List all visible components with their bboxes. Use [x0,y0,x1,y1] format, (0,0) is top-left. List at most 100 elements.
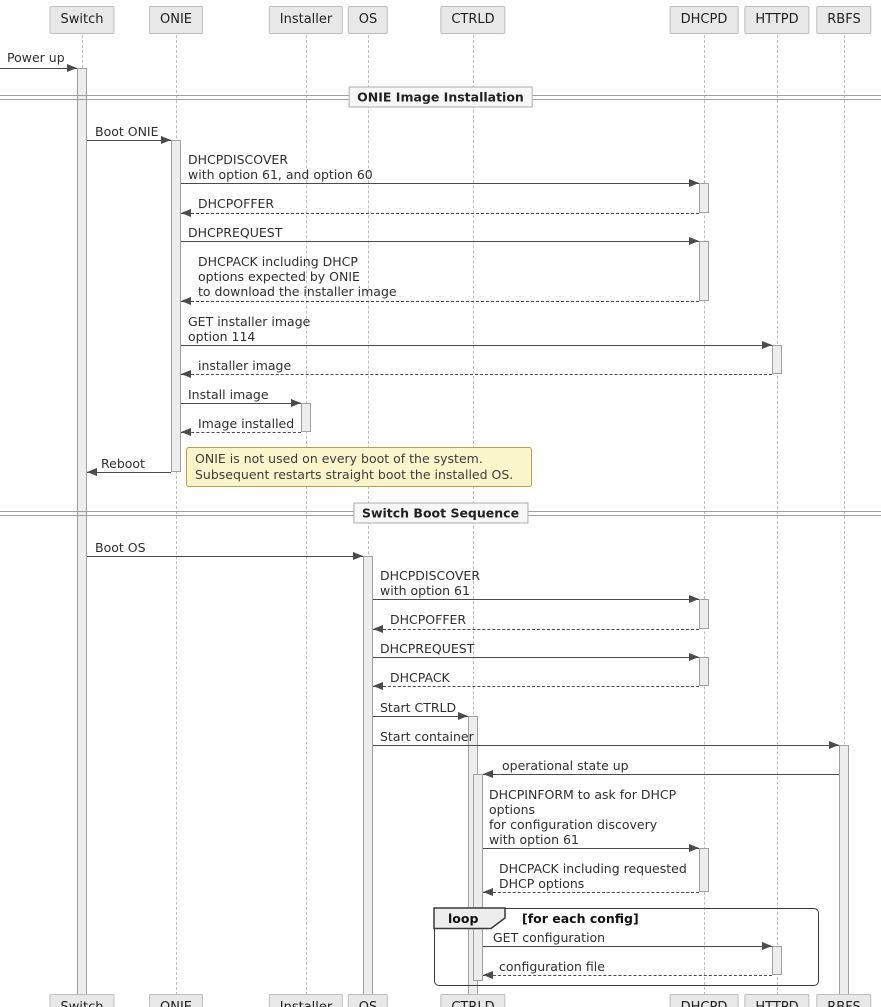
message-reboot-label: Reboot [101,456,145,471]
message-install-image-arrow [181,399,301,407]
message-image-installed-arrow [181,428,301,436]
message-config-file-arrow [483,971,772,979]
message-dhcpack-ctrld-arrow [483,888,699,896]
message-get-config-label: GET configuration [493,930,606,945]
arrowhead-icon [87,468,97,476]
divider-onie-image-installation: ONIE Image Installation [348,86,533,108]
participant-httpd: HTTPD [744,6,810,34]
participant-installer: Installer [268,6,344,34]
participant-switch-bottom: Switch [49,994,115,1007]
message-installer-image-arrow [181,370,772,378]
participant-ctrld-bottom: CTRLD [440,994,506,1007]
participant-dhcpd: DHCPD [669,6,739,34]
message-dhcpack-onie-label: DHCPACK including DHCP options expected … [198,254,397,299]
message-op-state-up-label: operational state up [502,758,629,773]
activation-dhcpd-5 [699,848,709,892]
arrowhead-icon [458,712,468,720]
message-dhcpoffer-os-arrow [373,625,699,633]
message-boot-onie-label: Boot ONIE [95,124,159,139]
message-dhcpack-os-label: DHCPACK [390,670,450,685]
arrowhead-icon [181,297,191,305]
message-dhcprequest-onie-arrow [181,237,699,245]
arrowhead-icon [67,64,77,72]
message-start-container-arrow [373,741,839,749]
activation-dhcpd-4 [699,657,709,686]
message-start-ctrld-label: Start CTRLD [380,700,457,715]
divider-switch-boot-sequence: Switch Boot Sequence [352,502,529,524]
arrowhead-icon [483,888,493,896]
message-dhcpdiscover-onie-label: DHCPDISCOVER with option 61, and option … [188,152,373,182]
message-installer-image-label: installer image [198,358,292,373]
participant-rbfs: RBFS [816,6,872,34]
arrowhead-icon [181,209,191,217]
arrowhead-icon [762,341,772,349]
arrowhead-icon [762,942,772,950]
message-op-state-up-arrow [483,770,839,778]
message-reboot-arrow [87,468,171,476]
message-dhcpinform-label: DHCPINFORM to ask for DHCP options for c… [489,787,677,847]
arrowhead-icon [689,844,699,852]
message-dhcpoffer-os-label: DHCPOFFER [390,612,467,627]
arrowhead-icon [291,399,301,407]
message-dhcprequest-os-arrow [373,653,699,661]
message-boot-onie-arrow [87,136,171,144]
activation-switch [77,68,87,995]
activation-ctrld-nested [473,774,483,981]
loop-header-shape [433,907,507,930]
message-dhcprequest-os-label: DHCPREQUEST [380,641,475,656]
arrowhead-icon [829,741,839,749]
participant-os: OS [347,6,389,34]
activation-rbfs [839,745,849,995]
note-onie-boot: ONIE is not used on every boot of the sy… [186,447,532,487]
participant-rbfs-bottom: RBFS [816,994,872,1007]
participant-onie-bottom: ONIE [148,994,204,1007]
arrowhead-icon [353,552,363,560]
loop-keyword: loop [448,911,479,926]
message-dhcpoffer-onie-arrow [181,209,699,217]
activation-dhcpd-3 [699,599,709,629]
message-dhcprequest-onie-label: DHCPREQUEST [188,225,283,240]
activation-onie [171,140,181,472]
message-config-file-label: configuration file [499,959,605,974]
message-boot-os-label: Boot OS [95,540,146,555]
message-start-container-label: Start container [380,729,474,744]
arrowhead-icon [689,179,699,187]
message-dhcpack-os-arrow [373,682,699,690]
message-get-installer-arrow [181,341,772,349]
message-power-up-label: Power up [7,50,65,65]
message-install-image-label: Install image [188,387,269,402]
message-get-installer-label: GET installer image option 114 [188,314,311,344]
participant-dhcpd-bottom: DHCPD [669,994,739,1007]
activation-installer [301,403,311,432]
participant-ctrld: CTRLD [440,6,506,34]
message-dhcpdiscover-os-label: DHCPDISCOVER with option 61 [380,568,481,598]
message-get-config-arrow [483,942,772,950]
activation-dhcpd-1 [699,183,709,213]
participant-installer-bottom: Installer [268,994,344,1007]
message-dhcpoffer-onie-label: DHCPOFFER [198,196,275,211]
arrowhead-icon [689,237,699,245]
message-image-installed-label: Image installed [198,416,295,431]
arrowhead-icon [689,653,699,661]
participant-os-bottom: OS [347,994,389,1007]
message-dhcpdiscover-os-arrow [373,595,699,603]
arrowhead-icon [373,682,383,690]
arrowhead-icon [181,370,191,378]
message-boot-os-arrow [87,552,363,560]
participant-onie: ONIE [148,6,204,34]
message-dhcpinform-arrow [483,844,699,852]
activation-dhcpd-2 [699,241,709,301]
arrowhead-icon [483,770,493,778]
message-dhcpack-ctrld-label: DHCPACK including requested DHCP options [499,861,687,891]
participant-switch: Switch [49,6,115,34]
arrowhead-icon [483,971,493,979]
loop-guard: [for each config] [522,911,639,926]
participant-httpd-bottom: HTTPD [744,994,810,1007]
arrowhead-icon [181,428,191,436]
loop-frame: loop [433,907,819,986]
message-power-up-arrow [0,64,77,72]
message-dhcpack-onie-arrow [181,297,699,305]
arrowhead-icon [161,136,171,144]
message-start-ctrld-arrow [373,712,468,720]
